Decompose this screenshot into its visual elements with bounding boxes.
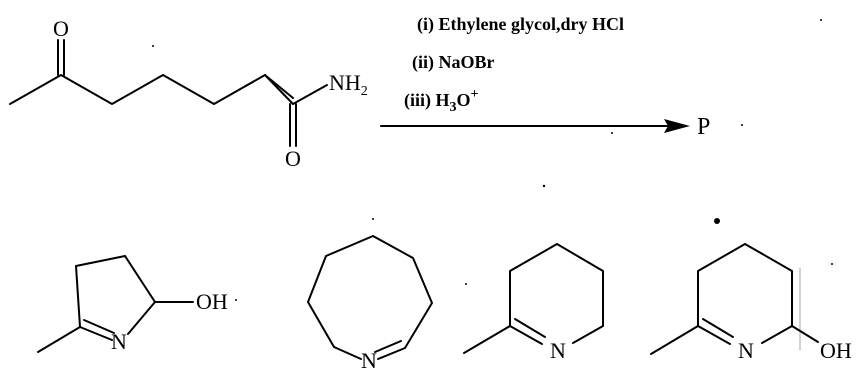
opt1-bond-ring-c — [124, 255, 156, 303]
option-3-structure: N — [463, 243, 604, 363]
opt3-bond-imine-b — [514, 318, 546, 338]
opt1-bond-imine-a — [79, 326, 113, 341]
scan-speck — [235, 299, 237, 301]
product-label: P — [697, 114, 710, 140]
opt3-nitrogen-label: N — [550, 338, 566, 363]
opt1-bond-ring-b — [75, 255, 126, 267]
reaction-arrow — [380, 119, 690, 133]
scan-speck — [542, 184, 546, 188]
scan-speck — [820, 19, 822, 21]
option-2-structure: N — [307, 235, 433, 371]
opt2-nitrogen-label: N — [361, 348, 377, 371]
scan-speck — [152, 45, 154, 47]
reactant-molecule: O O NH2 — [9, 16, 368, 171]
scan-speck — [831, 263, 833, 265]
scan-speck — [741, 124, 743, 126]
opt4-bond-imine-a — [697, 325, 731, 345]
condition-step-2: (ii) NaOBr — [412, 52, 495, 73]
opt2-bond-imine-b — [374, 340, 402, 353]
opt1-hydroxyl-label: OH — [196, 289, 228, 314]
reactant-chain — [9, 74, 294, 105]
opt3-bond-methyl — [463, 325, 511, 354]
opt4-bond-imine-b — [702, 318, 734, 338]
opt2-ring-chain — [307, 235, 433, 349]
opt3-ring-chain — [509, 243, 604, 344]
opt1-bond-ring-a — [75, 265, 81, 328]
opt1-nitrogen-label: N — [111, 329, 127, 354]
opt4-bond-methyl — [650, 325, 699, 355]
scan-speck — [611, 132, 613, 134]
scan-speck — [465, 283, 467, 285]
opt1-bond-methyl — [37, 326, 81, 353]
reaction-conditions: (i) Ethylene glycol,dry HCl (ii) NaOBr (… — [404, 14, 624, 115]
scan-speck — [372, 218, 374, 220]
option-4-structure: N OH — [650, 243, 852, 363]
opt4-nitrogen-label: N — [738, 338, 754, 363]
amide-cn-bond — [292, 84, 328, 105]
opt2-bond-nc-single — [333, 346, 362, 360]
amide-nitrogen-label: NH2 — [329, 70, 368, 99]
amide-oxygen-label: O — [285, 146, 301, 171]
arrow-head — [664, 119, 690, 133]
opt4-bond-oh — [791, 325, 819, 343]
amide-carbonyl-link — [264, 74, 294, 105]
ketone-oxygen-label: O — [53, 16, 69, 41]
scan-artifacts — [152, 19, 833, 351]
opt1-bond-ring-d — [127, 301, 156, 335]
opt4-ring-chain — [697, 243, 793, 344]
opt2-bond-imine-a — [377, 347, 406, 360]
condition-step-1: (i) Ethylene glycol,dry HCl — [417, 14, 624, 35]
opt3-bond-imine-a — [509, 325, 543, 345]
opt1-bond-imine-b — [83, 319, 115, 334]
condition-step-3: (iii) H3O+ — [404, 87, 479, 115]
opt4-hydroxyl-label: OH — [820, 338, 852, 363]
scan-dot — [714, 218, 720, 224]
option-1-structure: N OH — [37, 255, 228, 354]
